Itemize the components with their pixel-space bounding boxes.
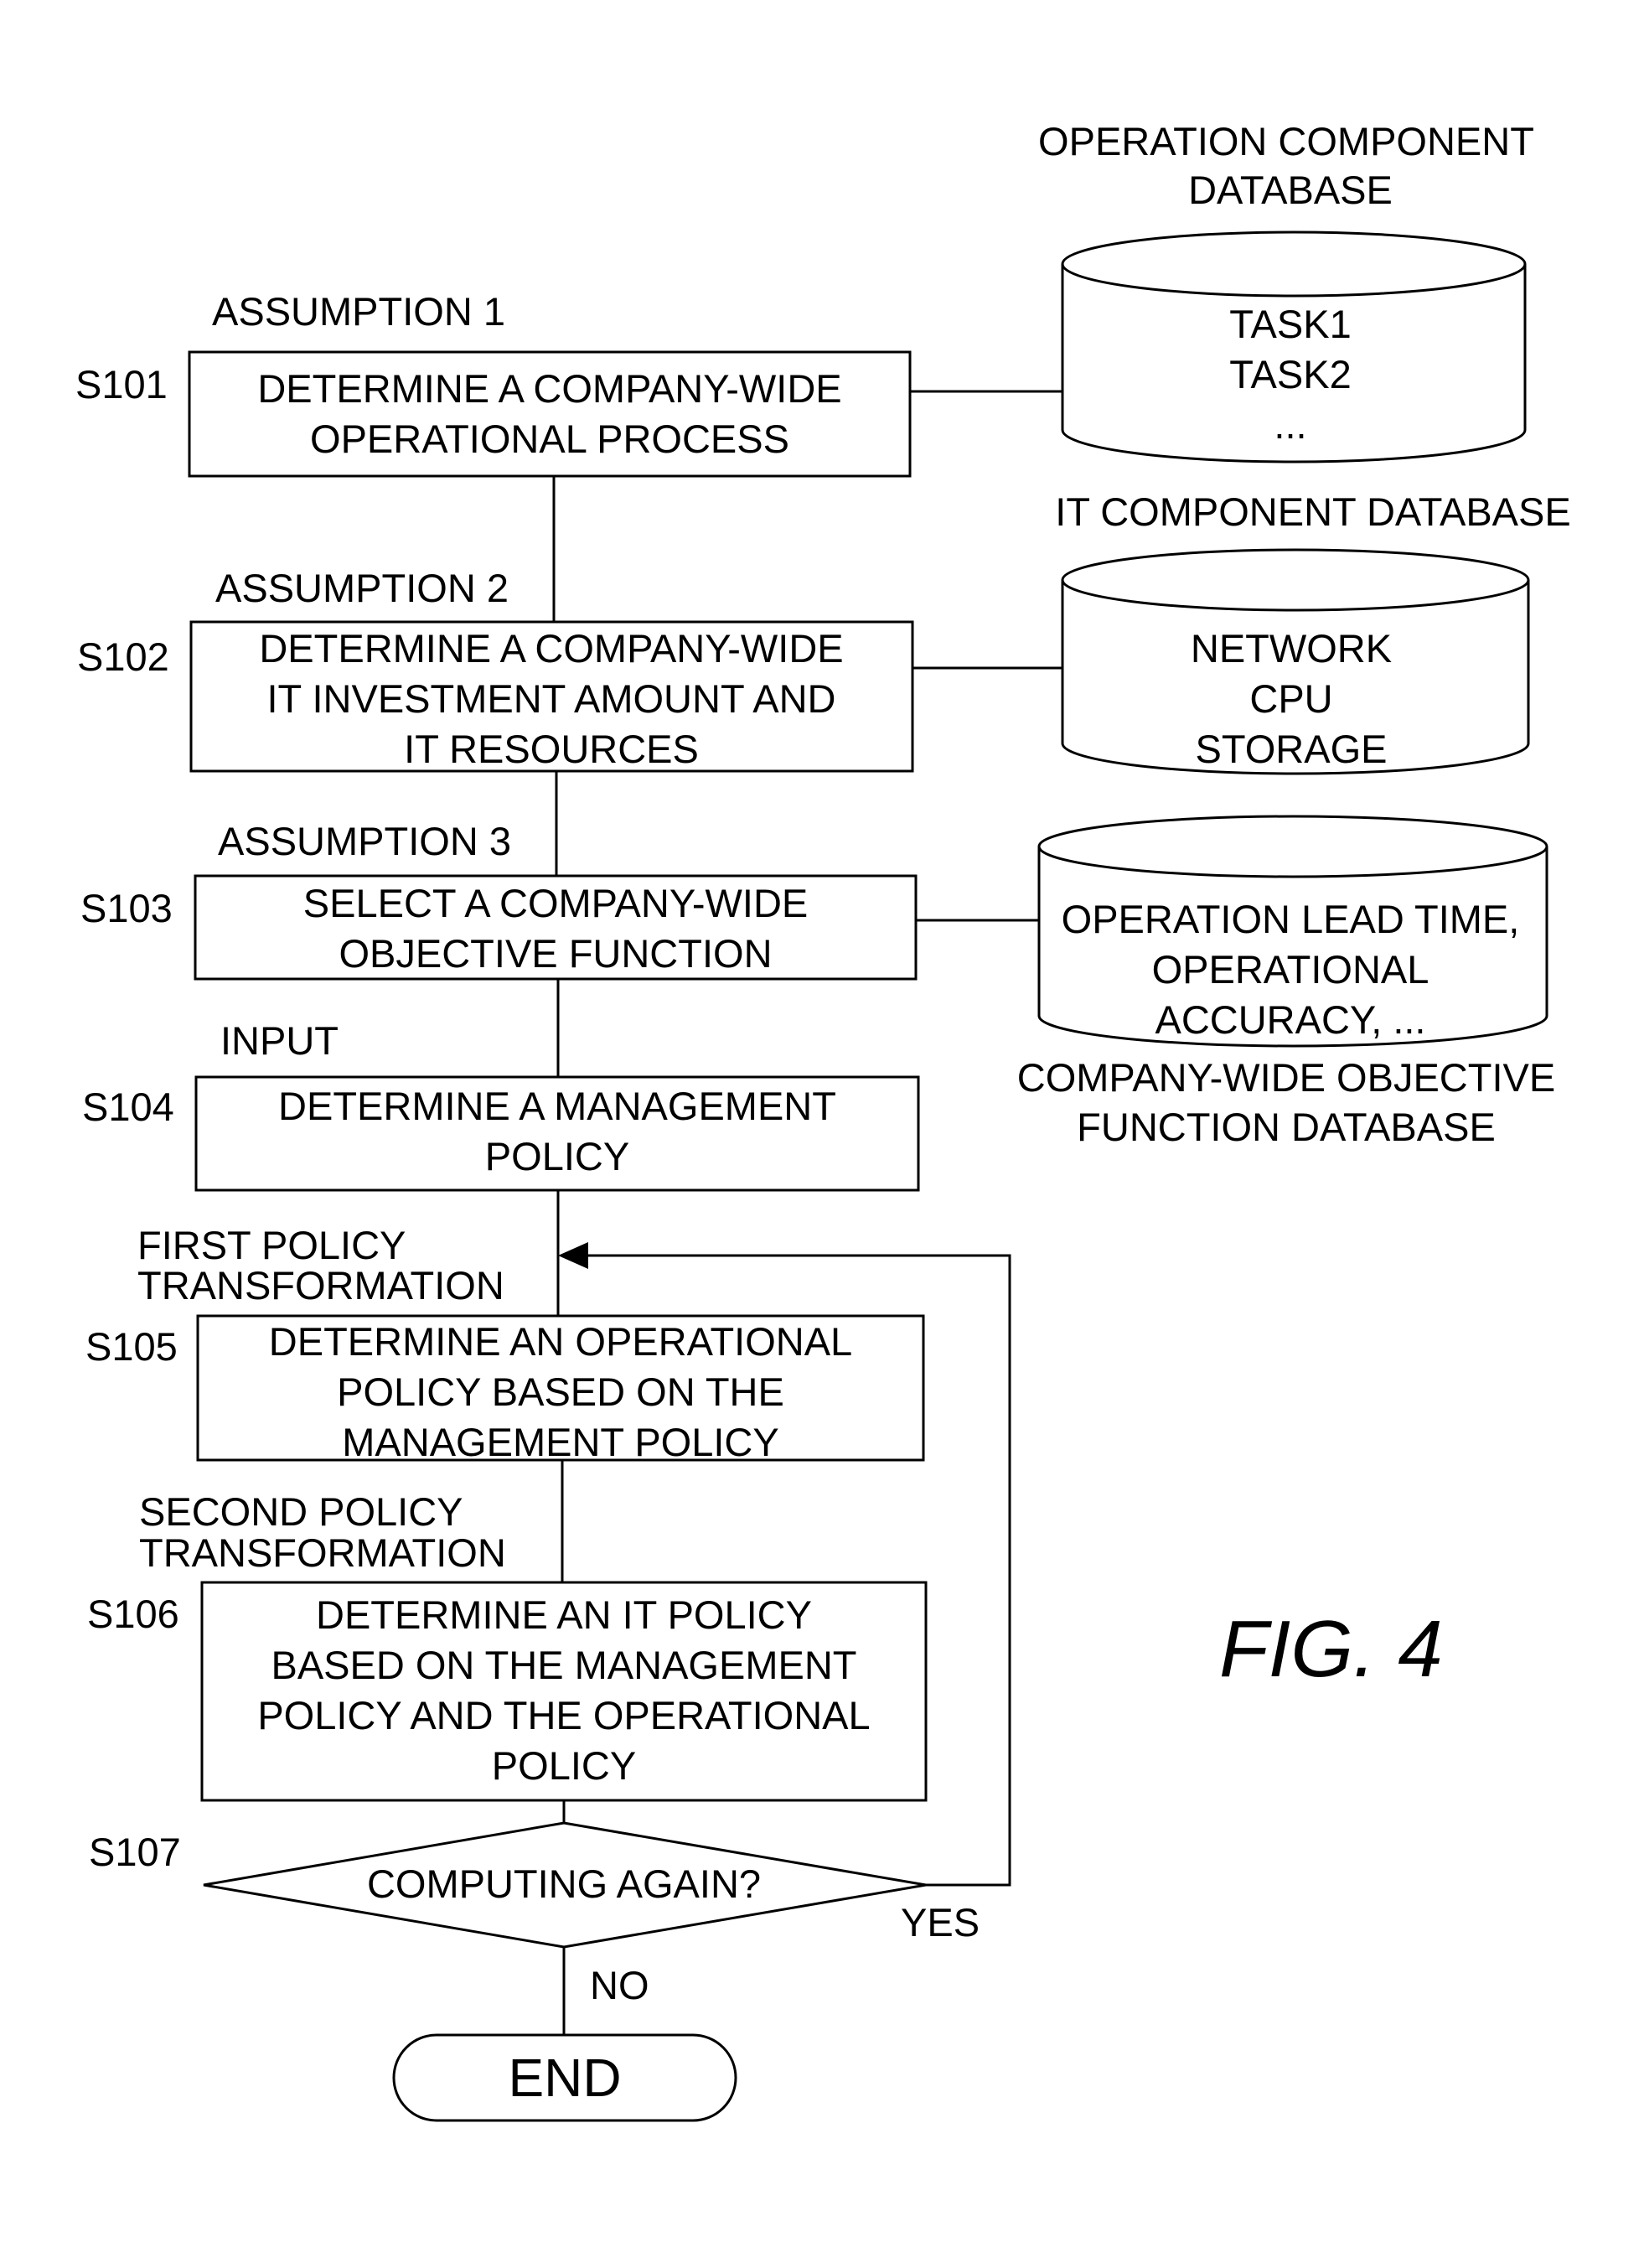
decision-yes-label: YES [901, 1900, 980, 1944]
objective-db-item-3: ACCURACY, ... [1155, 997, 1426, 1042]
it-db-item-2: CPU [1249, 676, 1332, 721]
step-s105-id: S105 [85, 1324, 178, 1369]
it-db-title: IT COMPONENT DATABASE [1055, 489, 1570, 534]
it-db-item-3: STORAGE [1196, 727, 1388, 771]
step-s101-text-line-1: DETERMINE A COMPANY-WIDE [257, 366, 841, 411]
step-s105-caption-line-1: FIRST POLICY [137, 1223, 406, 1267]
step-s102-text-line-3: IT RESOURCES [404, 727, 699, 771]
step-s105-text-line-3: MANAGEMENT POLICY [342, 1420, 778, 1464]
step-s102-caption: ASSUMPTION 2 [215, 566, 509, 610]
terminal-end: END [394, 2035, 736, 2120]
decision-s107: S107 COMPUTING AGAIN? YES NO [89, 1823, 980, 2007]
step-s106-text-line-2: BASED ON THE MANAGEMENT [271, 1643, 856, 1687]
operation-db-cylinder-top [1062, 232, 1525, 296]
objective-db-title-line-2: FUNCTION DATABASE [1077, 1105, 1496, 1149]
operation-component-database: OPERATION COMPONENT DATABASE TASK1 TASK2… [1038, 119, 1534, 462]
step-s101-caption: ASSUMPTION 1 [212, 289, 505, 334]
step-s104-caption: INPUT [220, 1018, 339, 1063]
step-s106-id: S106 [87, 1592, 179, 1636]
step-s104-id: S104 [82, 1085, 174, 1129]
step-s106-caption-line-2: TRANSFORMATION [139, 1530, 506, 1575]
decision-s107-text: COMPUTING AGAIN? [367, 1862, 761, 1906]
step-s101: S101 ASSUMPTION 1 DETERMINE A COMPANY-WI… [75, 289, 910, 476]
step-s102-text-line-1: DETERMINE A COMPANY-WIDE [259, 626, 843, 671]
step-s106-text-line-3: POLICY AND THE OPERATIONAL [257, 1693, 870, 1737]
decision-no-label: NO [590, 1963, 649, 2007]
it-db-cylinder-top [1062, 550, 1528, 610]
step-s104: S104 INPUT DETERMINE A MANAGEMENT POLICY [82, 1018, 918, 1190]
operation-db-item-3: ... [1274, 402, 1306, 447]
it-db-item-1: NETWORK [1191, 626, 1392, 671]
operation-db-title-line-2: DATABASE [1188, 168, 1393, 212]
objective-db-cylinder-top [1039, 816, 1547, 877]
step-s104-text-line-2: POLICY [485, 1134, 629, 1178]
objective-db-item-2: OPERATIONAL [1152, 947, 1429, 992]
step-s103: S103 ASSUMPTION 3 SELECT A COMPANY-WIDE … [80, 819, 916, 979]
objective-db-title-line-1: COMPANY-WIDE OBJECTIVE [1017, 1055, 1555, 1100]
step-s103-text-line-2: OBJECTIVE FUNCTION [339, 931, 772, 976]
step-s106-caption-line-1: SECOND POLICY [139, 1489, 463, 1534]
loop-arrowhead [558, 1242, 588, 1269]
step-s104-text-line-1: DETERMINE A MANAGEMENT [278, 1084, 836, 1128]
operation-db-item-2: TASK2 [1229, 352, 1351, 396]
step-s102: S102 ASSUMPTION 2 DETERMINE A COMPANY-WI… [77, 566, 912, 771]
step-s105-text-line-1: DETERMINE AN OPERATIONAL [269, 1319, 852, 1364]
step-s102-id: S102 [77, 634, 169, 679]
it-component-database: IT COMPONENT DATABASE NETWORK CPU STORAG… [1055, 489, 1570, 774]
terminal-end-text: END [508, 2048, 621, 2108]
step-s105-text-line-2: POLICY BASED ON THE [337, 1370, 784, 1414]
step-s103-text-line-1: SELECT A COMPANY-WIDE [303, 881, 808, 925]
decision-s107-id: S107 [89, 1830, 181, 1874]
figure-label: FIG. 4 [1219, 1604, 1443, 1694]
objective-function-database: OPERATION LEAD TIME, OPERATIONAL ACCURAC… [1017, 816, 1555, 1149]
step-s106-text-line-4: POLICY [492, 1743, 636, 1788]
step-s101-text-line-2: OPERATIONAL PROCESS [310, 417, 789, 461]
step-s105: S105 FIRST POLICY TRANSFORMATION DETERMI… [85, 1223, 923, 1464]
operation-db-title-line-1: OPERATION COMPONENT [1038, 119, 1534, 163]
step-s105-caption-line-2: TRANSFORMATION [137, 1263, 504, 1307]
step-s106-text-line-1: DETERMINE AN IT POLICY [316, 1592, 812, 1637]
step-s103-id: S103 [80, 886, 173, 930]
step-s101-id: S101 [75, 362, 168, 406]
step-s103-caption: ASSUMPTION 3 [218, 819, 511, 863]
step-s106: S106 SECOND POLICY TRANSFORMATION DETERM… [87, 1489, 926, 1800]
step-s102-text-line-2: IT INVESTMENT AMOUNT AND [267, 676, 836, 721]
objective-db-item-1: OPERATION LEAD TIME, [1062, 897, 1520, 941]
operation-db-item-1: TASK1 [1229, 302, 1351, 346]
